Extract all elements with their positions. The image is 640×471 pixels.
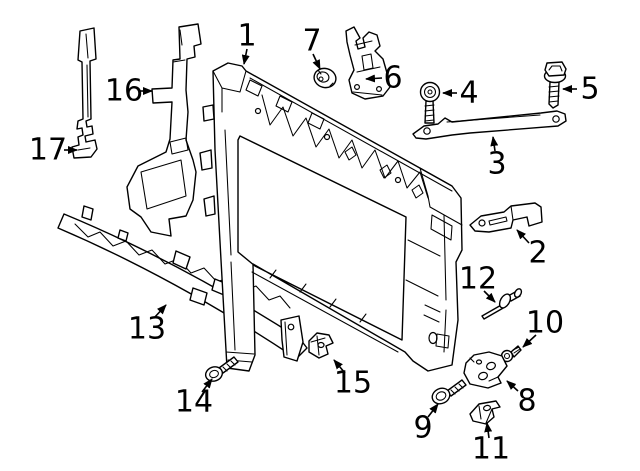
callout-5[interactable]: 5 [562, 72, 600, 107]
part-drawing-5-bolt [543, 61, 567, 109]
part-drawing-12-rivet [481, 288, 523, 320]
callout-arrow-9 [427, 403, 439, 418]
callout-label-5[interactable]: 5 [580, 72, 599, 107]
callout-12[interactable]: 12 [459, 262, 497, 303]
part-drawing-7-grommet [313, 67, 337, 89]
callout-9[interactable]: 9 [413, 403, 439, 446]
callout-arrow-7 [312, 53, 321, 70]
part-drawing-13-lower-deflector [57, 205, 308, 362]
callout-label-13[interactable]: 13 [128, 312, 166, 347]
part-drawing-17-air-guide-strip [71, 27, 98, 159]
callout-label-7[interactable]: 7 [302, 24, 321, 59]
callout-3[interactable]: 3 [487, 136, 507, 182]
callout-label-2[interactable]: 2 [528, 236, 547, 271]
part-drawing-11-clip-bracket [469, 400, 501, 425]
callout-7[interactable]: 7 [302, 24, 322, 70]
callout-13[interactable]: 13 [128, 304, 167, 347]
callout-label-6[interactable]: 6 [383, 61, 402, 96]
callout-arrow-6 [365, 74, 383, 83]
callout-2[interactable]: 2 [516, 229, 548, 271]
callout-17[interactable]: 17 [29, 133, 78, 168]
callout-arrow-13 [153, 304, 167, 319]
callout-1[interactable]: 1 [237, 19, 257, 65]
callout-label-11[interactable]: 11 [472, 432, 510, 467]
callout-label-9[interactable]: 9 [413, 411, 432, 446]
callout-15[interactable]: 15 [333, 359, 372, 401]
callout-label-17[interactable]: 17 [29, 133, 67, 168]
callout-label-12[interactable]: 12 [459, 262, 497, 297]
part-drawing-15-retainer-clip [308, 332, 334, 359]
callout-arrow-15 [333, 359, 346, 374]
callout-label-8[interactable]: 8 [517, 384, 536, 419]
part-drawing-2-bracket [469, 202, 543, 233]
callout-10[interactable]: 10 [522, 306, 564, 348]
part-drawing-8-bracket-plate [463, 351, 508, 389]
part-drawing-3-brace [412, 110, 567, 140]
callout-arrow-2 [516, 229, 530, 244]
callout-arrow-14 [201, 378, 213, 393]
callout-label-14[interactable]: 14 [175, 385, 213, 420]
part-drawing-16-side-baffle [126, 23, 202, 237]
callout-8[interactable]: 8 [506, 380, 537, 419]
callout-6[interactable]: 6 [365, 61, 403, 96]
callout-14[interactable]: 14 [175, 378, 213, 420]
part-drawing-6-upper-bracket [345, 26, 391, 100]
part-drawing-14-screw [204, 356, 239, 382]
callout-arrow-1 [241, 48, 250, 65]
callout-label-3[interactable]: 3 [487, 147, 506, 182]
callout-16[interactable]: 16 [105, 74, 153, 109]
callout-label-1[interactable]: 1 [237, 19, 256, 54]
part-drawing-4-screw [419, 81, 441, 124]
callout-arrow-12 [483, 290, 496, 303]
callout-label-10[interactable]: 10 [526, 306, 564, 341]
callout-11[interactable]: 11 [472, 422, 510, 467]
callout-arrow-3 [490, 136, 499, 152]
part-drawing-1-radiator-support [199, 62, 463, 372]
callout-label-16[interactable]: 16 [105, 74, 143, 109]
callout-4[interactable]: 4 [442, 76, 479, 111]
callout-label-4[interactable]: 4 [459, 76, 478, 111]
callout-arrow-10 [522, 334, 537, 348]
callout-arrow-11 [484, 422, 493, 439]
part-drawing-10-rivet-nut [500, 345, 522, 363]
part-drawing-9-screw [431, 379, 467, 405]
callout-arrow-8 [506, 380, 519, 392]
callout-label-15[interactable]: 15 [334, 366, 372, 401]
